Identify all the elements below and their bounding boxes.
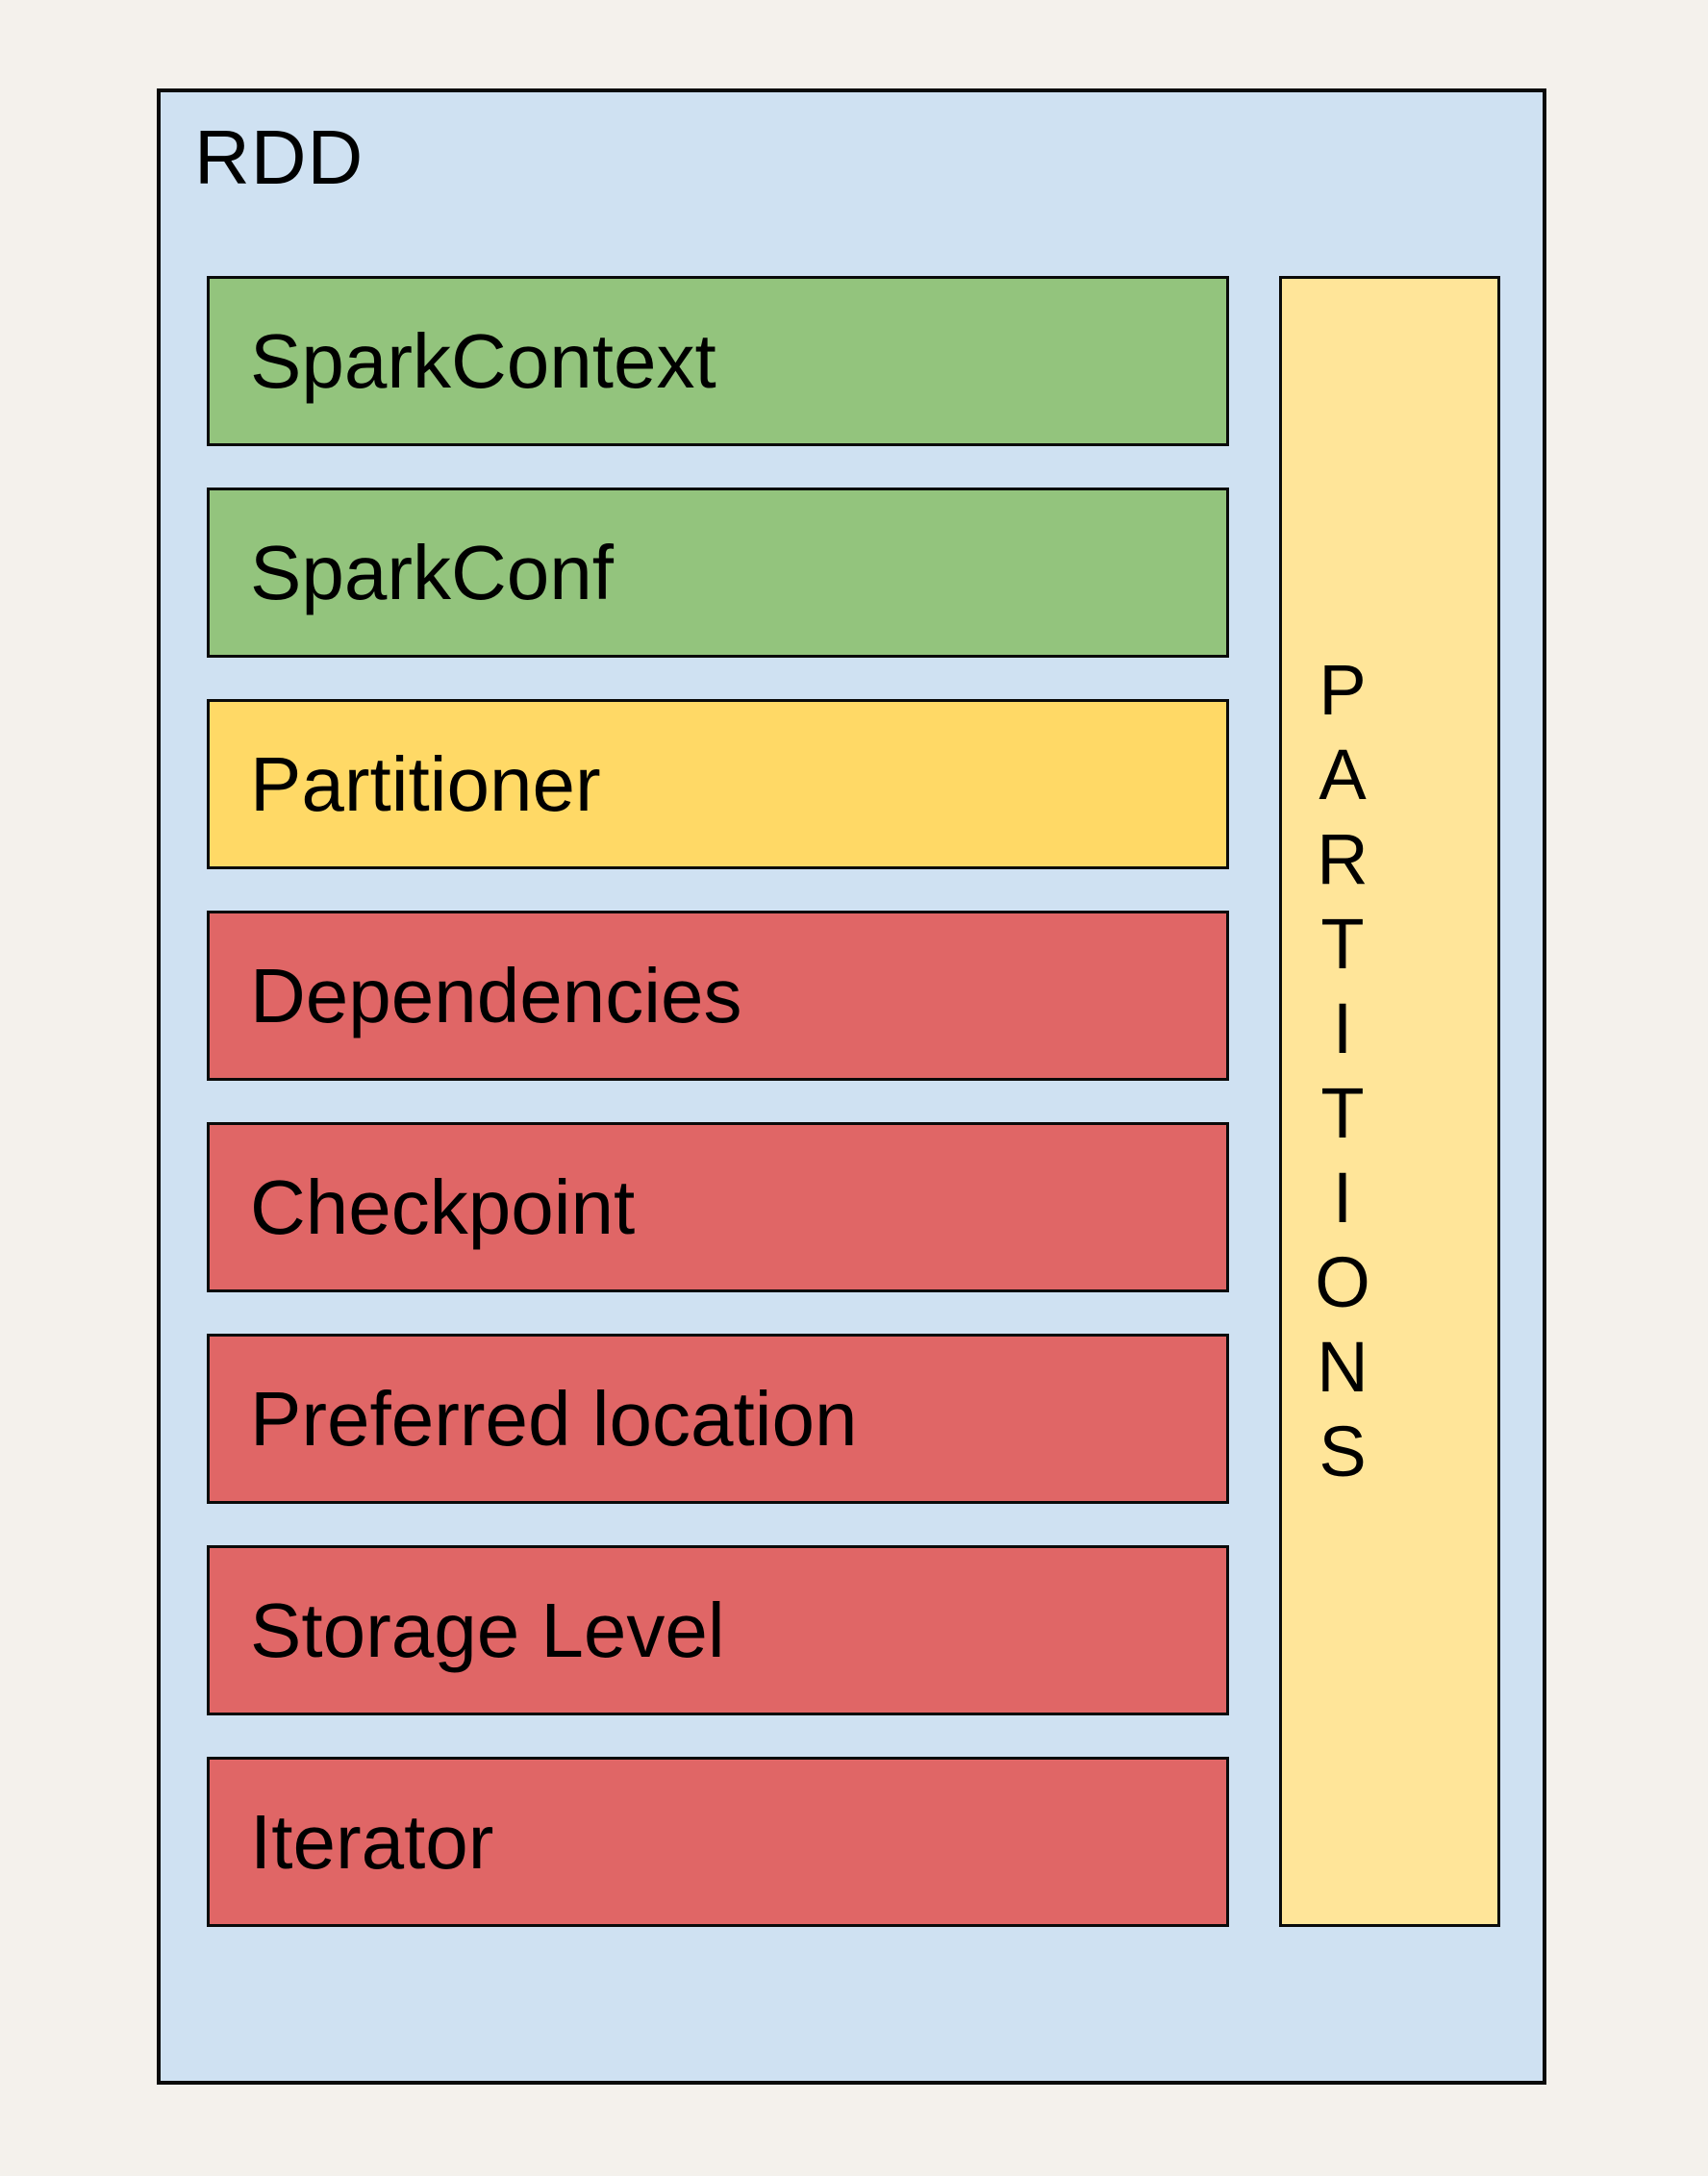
attr-label: Preferred location <box>250 1375 858 1462</box>
attr-box-sparkcontext: SparkContext <box>207 276 1229 446</box>
attr-box-sparkconf: SparkConf <box>207 488 1229 658</box>
partitions-column: P A R T I T I O N S <box>1279 276 1500 1927</box>
rdd-container: RDD SparkContext SparkConf Partitioner D… <box>157 88 1546 2085</box>
attr-box-iterator: Iterator <box>207 1757 1229 1927</box>
rdd-title: RDD <box>194 114 364 200</box>
attr-box-storage-level: Storage Level <box>207 1545 1229 1715</box>
attr-label: Storage Level <box>250 1587 725 1673</box>
attr-box-dependencies: Dependencies <box>207 911 1229 1081</box>
attr-box-checkpoint: Checkpoint <box>207 1122 1229 1292</box>
partitions-label: P A R T I T I O N S <box>1315 650 1370 1491</box>
attributes-column: SparkContext SparkConf Partitioner Depen… <box>207 276 1229 1927</box>
attr-label: SparkConf <box>250 529 614 615</box>
rdd-content-row: SparkContext SparkConf Partitioner Depen… <box>207 276 1500 1927</box>
attr-box-partitioner: Partitioner <box>207 699 1229 869</box>
attr-box-preferred-location: Preferred location <box>207 1334 1229 1504</box>
attr-label: SparkContext <box>250 317 716 404</box>
attr-label: Checkpoint <box>250 1163 636 1250</box>
attr-label: Iterator <box>250 1798 494 1885</box>
attr-label: Dependencies <box>250 952 742 1038</box>
attr-label: Partitioner <box>250 740 601 827</box>
